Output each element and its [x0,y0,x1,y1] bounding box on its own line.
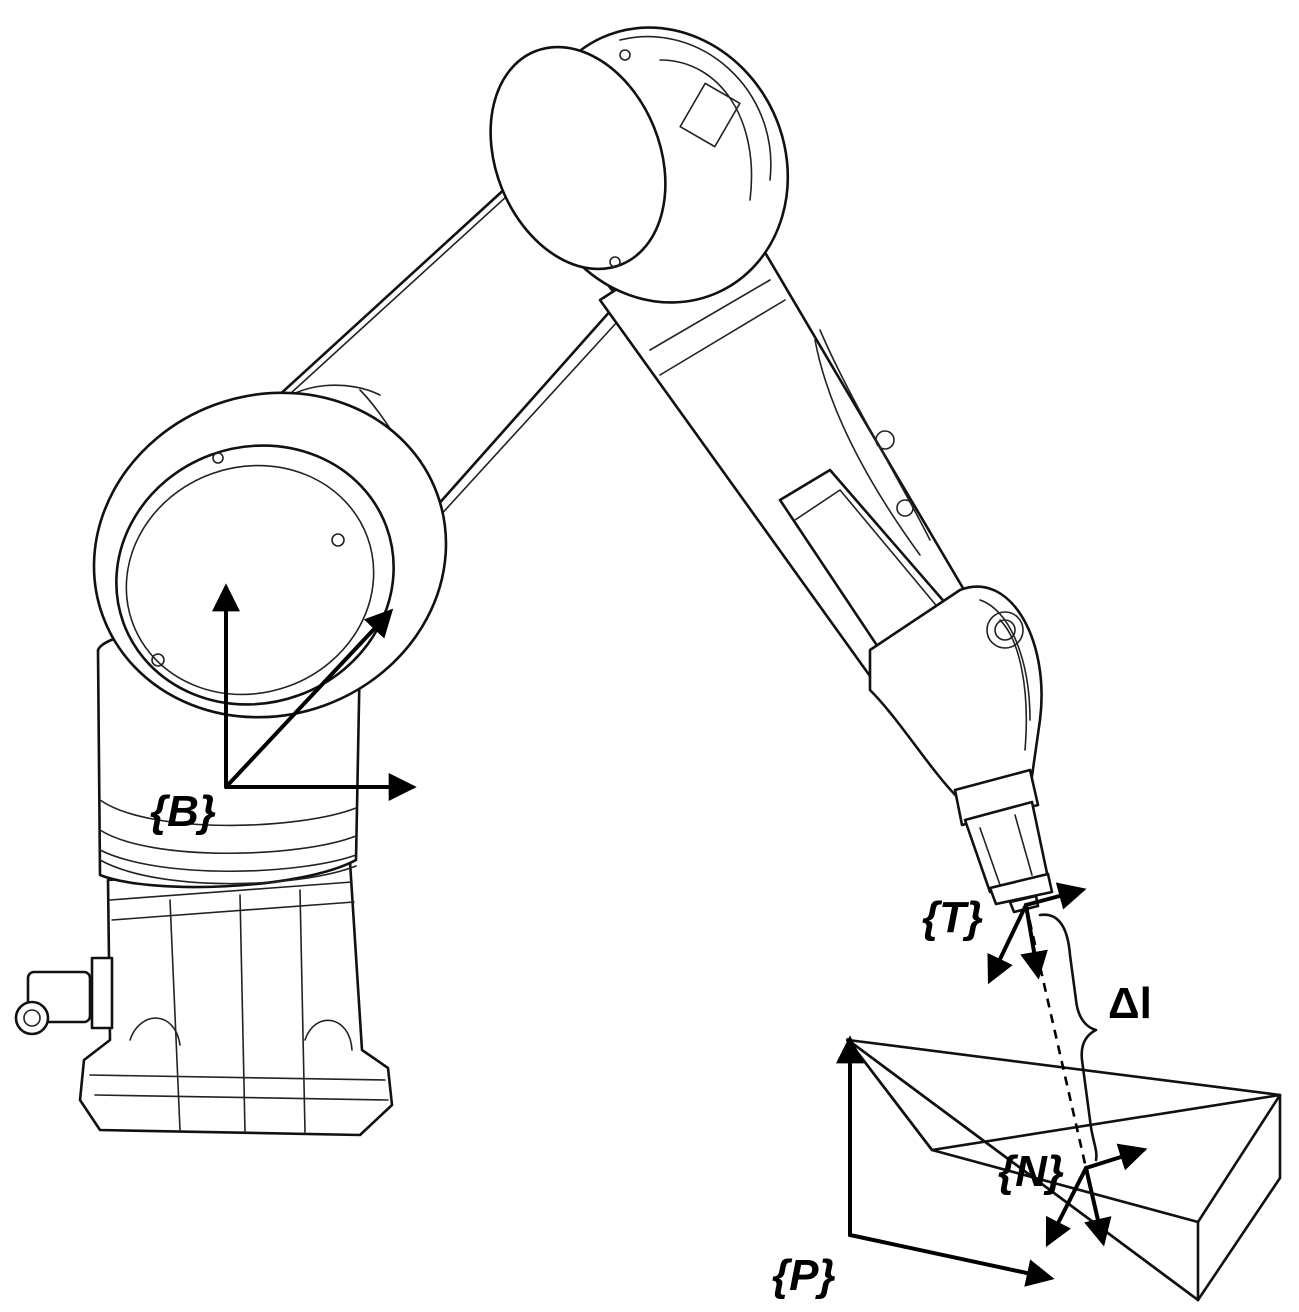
normal-frame-label: {N} [998,1147,1064,1196]
distance-indicator [1024,904,1098,1169]
distance-label: Δl [1108,979,1152,1028]
normal-frame-x-axis [1084,1143,1148,1171]
robot-wrist [868,585,1043,802]
normal-frame-axes [1045,1143,1148,1248]
tool-to-surface-dashed-line [1024,904,1088,1169]
part-frame-x-axis [848,1233,1055,1287]
base-frame-axes [212,583,417,801]
robot-base [14,860,394,1137]
base-frame-y-axis [224,608,394,789]
base-frame-label: {B} [150,787,216,836]
shoulder-joint [92,391,448,719]
elbow-joint [489,26,790,304]
part-frame-label: {P} [772,1251,836,1300]
robot-tool [953,768,1054,914]
tool-frame-label: {T} [922,893,983,942]
robot-arm [14,26,1054,1137]
part-frame-axes [836,1035,1055,1287]
normal-frame-y-axis [1045,1166,1088,1248]
tool-frame-z-axis [1020,903,1048,980]
tool-frame-y-axis [987,903,1028,985]
workpiece [846,1038,1282,1302]
distance-brace [1038,913,1098,1162]
normal-frame-z-axis [1084,1166,1112,1247]
tool-frame-axes [987,882,1087,985]
tool-frame-x-axis [1024,882,1087,910]
